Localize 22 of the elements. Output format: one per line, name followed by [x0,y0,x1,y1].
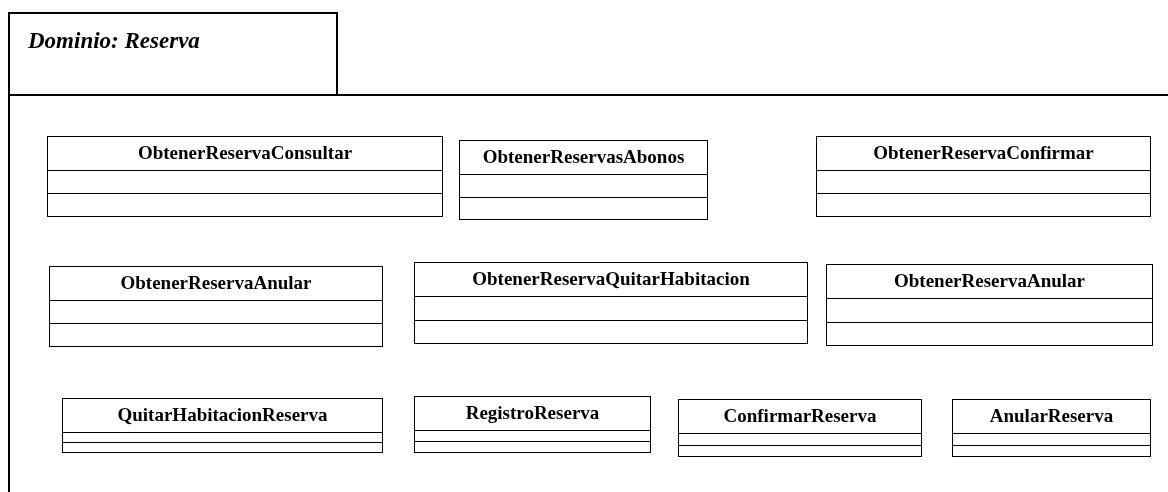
class-box [952,399,1151,457]
class-name: RegistroReserva [464,401,601,425]
package-title: Dominio: Reserva [28,28,200,54]
class-box [826,264,1153,346]
class-name: ConfirmarReserva [722,404,878,428]
class-name: ObtenerReservaAnular [893,269,1086,293]
class-box [414,262,808,344]
class-box [414,396,651,453]
class-box [459,140,708,220]
class-box [62,398,383,453]
class-name: QuitarHabitacionReserva [116,403,329,427]
class-name: AnularReserva [988,404,1115,428]
class-box [816,136,1151,217]
class-name: ObtenerReservasAbonos [481,145,686,169]
class-name: ObtenerReservaConfirmar [872,141,1095,165]
class-box [47,136,443,217]
package-frame [8,12,1168,492]
class-name: ObtenerReservaConsultar [136,141,354,165]
class-name: ObtenerReservaAnular [119,271,313,295]
class-name: ObtenerReservaQuitarHabitacion [471,267,751,291]
class-box [678,399,922,457]
class-box [49,266,383,347]
